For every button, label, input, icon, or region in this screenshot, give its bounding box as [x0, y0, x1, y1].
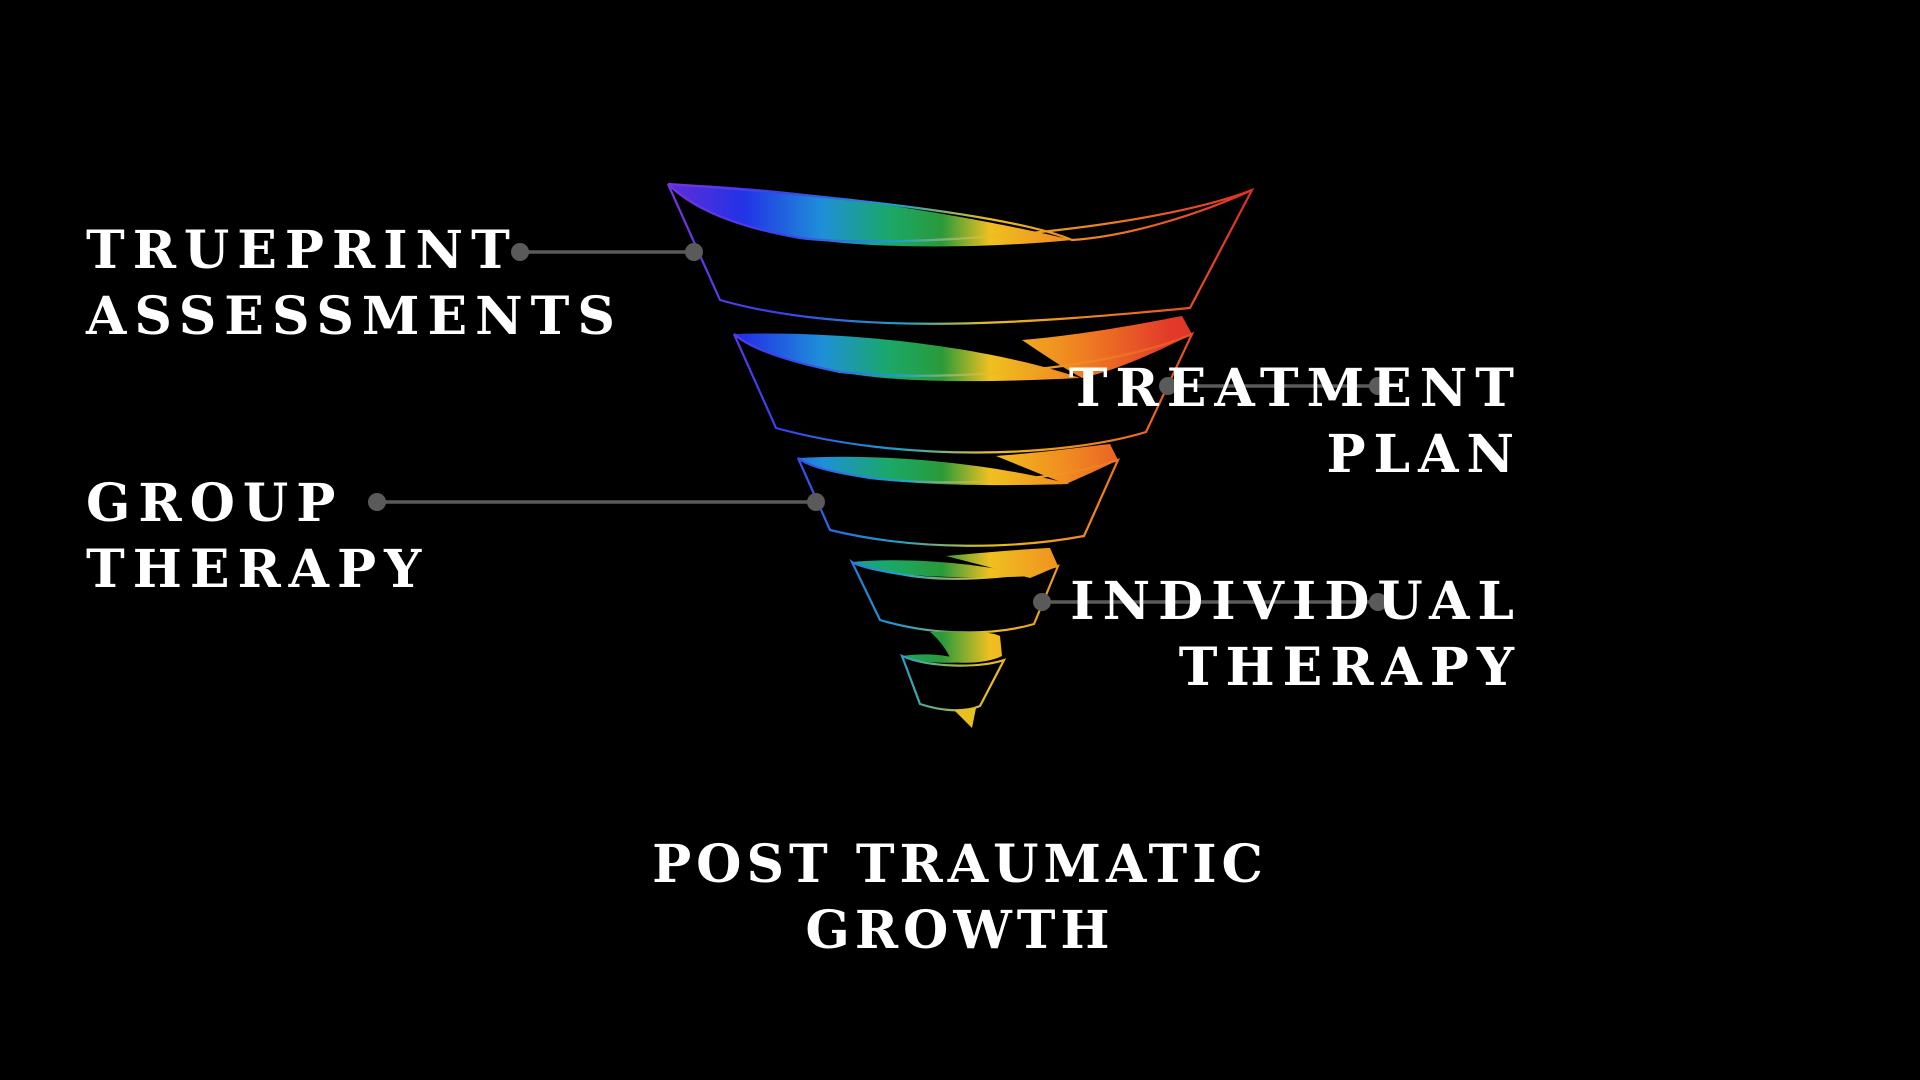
ring-4-ribbon-right: [946, 548, 1058, 578]
connector-dot: [1369, 593, 1387, 611]
ring-1-inner-face: [668, 184, 1072, 247]
connector-dot: [511, 243, 529, 261]
ring-1-outline: [666, 183, 1255, 325]
funnel-ring-5: [900, 631, 1007, 728]
ring-2-inner-face: [734, 333, 1080, 382]
label-individual-therapy: INDIVIDUAL THERAPY: [1070, 569, 1522, 701]
label-outcome-line1: POST TRAUMATIC: [652, 834, 1268, 895]
connector-dot: [685, 243, 703, 261]
label-individual-line1: INDIVIDUAL: [1070, 571, 1522, 632]
label-trueprint-assessments: TRUEPRINT ASSESSMENTS: [86, 218, 623, 350]
ring-3-inner-face: [798, 456, 1070, 486]
label-individual-line2: THERAPY: [1178, 637, 1522, 698]
connector-treatment: [1159, 377, 1387, 395]
ring-2-ribbon-right: [1022, 316, 1192, 378]
ring-2-outline: [732, 331, 1195, 454]
connector-group: [368, 493, 825, 511]
connector-dot: [807, 493, 825, 511]
ring-5-outline: [900, 653, 1007, 712]
ring-5-ribbon: [930, 631, 1002, 663]
funnel-ring-3: [796, 444, 1121, 547]
funnel-tip: [954, 708, 976, 728]
label-treatment-line1: TREATMENT: [1068, 358, 1522, 419]
ring-3-ribbon-right: [996, 444, 1118, 484]
label-treatment-plan: TREATMENT PLAN: [1069, 356, 1522, 488]
funnel-ring-1: [666, 182, 1255, 325]
label-trueprint-line1: TRUEPRINT: [86, 220, 518, 281]
funnel-ring-4: [849, 548, 1060, 634]
label-group-line1: GROUP: [86, 473, 344, 534]
connector-dot: [1033, 593, 1051, 611]
connector-trueprint: [511, 243, 703, 261]
connector-dot: [1369, 377, 1387, 395]
label-post-traumatic-growth: POST TRAUMATIC GROWTH: [0, 832, 1920, 964]
ring-1-rim: [667, 182, 1253, 242]
label-group-therapy: GROUP THERAPY: [86, 471, 429, 603]
connector-dot: [368, 493, 386, 511]
label-outcome-line2: GROWTH: [805, 900, 1115, 961]
ring-3-outline: [796, 457, 1121, 547]
funnel-ring-2: [732, 316, 1195, 454]
ring-5-inner-face: [902, 654, 964, 663]
label-group-line2: THERAPY: [86, 539, 430, 600]
connector-dot: [1159, 377, 1177, 395]
label-treatment-line2: PLAN: [1326, 424, 1522, 485]
label-trueprint-line2: ASSESSMENTS: [86, 286, 623, 347]
connector-individual: [1033, 593, 1387, 611]
